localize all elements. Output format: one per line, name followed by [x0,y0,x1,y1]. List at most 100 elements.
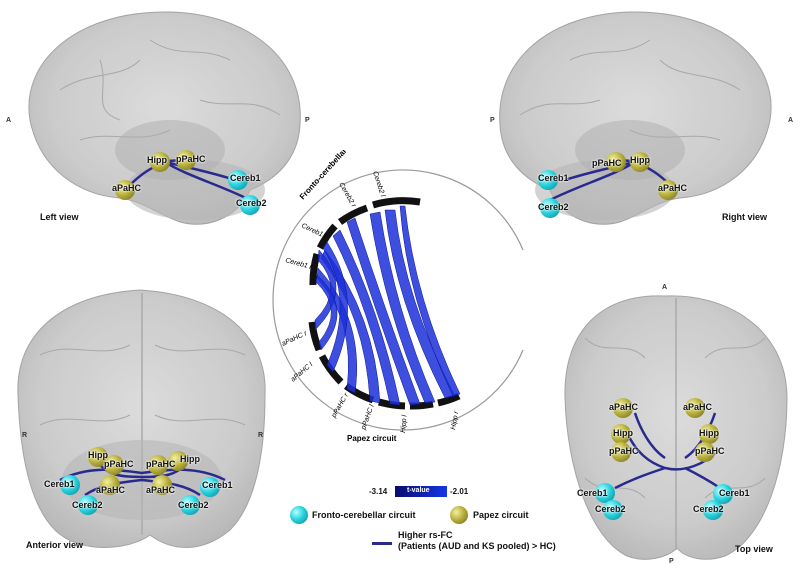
anterior-view-title: Anterior view [26,540,84,550]
chord-svg: Cereb2 l Cereb2 r Cereb1 l Cereb1 r aPaH… [272,127,524,443]
legend-line-label-2: (Patients (AUD and KS pooled) > HC) [398,541,556,551]
label-apahc-ar: aPaHC [146,485,176,495]
top-view-title: Top view [735,544,773,554]
legend-fc-swatch [290,506,308,524]
seglabel-cereb2l: Cereb2 l [371,170,386,198]
orient-right-a: R [22,432,28,439]
left-view-panel: A P Hipp pPaHC aPaHC Cereb1 Cereb2 Left … [0,0,320,240]
label-ppahc-r: pPaHC [592,158,622,168]
label-apahc-tl: aPaHC [609,402,639,412]
outer-arc [272,169,524,431]
right-view-title: Right view [722,212,768,222]
label-hipp-r: Hipp [630,155,650,165]
circuit-title-fronto: Fronto-cerebellar circuit [298,150,366,201]
node-cereb1-tr [713,484,733,504]
node-cereb1-ar [200,477,220,497]
circuit-title-papez: Papez circuit [347,434,397,443]
legend-fc-label: Fronto-cerebellar circuit [312,510,416,520]
seglabel-apahcr: aPaHC r [281,330,309,348]
right-view-panel: P A Hipp pPaHC aPaHC Cereb1 Cereb2 Right… [480,0,800,240]
node-cereb1-r [538,170,558,190]
anterior-view-panel: R R Hipp pPaHC Hipp pPaHC aPaHC aPaHC Ce… [0,285,290,568]
seglabel-hippr: Hipp r [450,410,460,430]
node-cereb1-al [60,475,80,495]
node-ppahc-al [104,455,124,475]
orient-top-a: A [662,284,668,291]
chord-diagram: Cereb2 l Cereb2 r Cereb1 l Cereb1 r aPaH… [255,127,555,450]
node-apahc [115,180,135,200]
label-cereb1-ar: Cereb1 [202,480,233,490]
label-cereb2-r: Cereb2 [538,202,569,212]
node-cereb1 [228,170,248,190]
seglabel-ppahcl: pPaHC l [360,403,376,431]
node-apahc-tr [685,398,705,418]
label-cereb1-tl: Cereb1 [577,488,608,498]
node-cereb2 [240,195,260,215]
node-hipp-tl [611,424,631,444]
seglabel-hippl: Hipp l [400,414,409,433]
segment-hippr [437,392,461,407]
node-hipp-tr [699,424,719,444]
node-cereb2-al [78,495,98,515]
label-apahc-r: aPaHC [658,183,688,193]
label-cereb1-tr: Cereb1 [719,488,750,498]
label-ppahc-al: pPaHC [104,459,134,469]
label-ppahc-tr: pPaHC [695,446,725,456]
label-cereb2: Cereb2 [236,198,267,208]
chords [314,205,461,406]
node-cereb2-ar [180,495,200,515]
node-hipp-ar [168,451,188,471]
colorbar: t-value [395,486,447,497]
label-hipp-tl: Hipp [613,428,633,438]
label-cereb2-tr: Cereb2 [693,504,724,514]
label-hipp-al: Hipp [88,450,108,460]
label-ppahc-tl: pPaHC [609,446,639,456]
label-hipp-ar: Hipp [180,454,200,464]
node-ppahc-ar [148,455,168,475]
node-hipp-al [88,447,108,467]
segment-apahcl [318,354,344,385]
label-cereb2-tl: Cereb2 [595,504,626,514]
seglabel-ppahcr: pPaHC r [330,392,350,420]
anterior-brain-render [17,289,266,548]
node-cereb1-tl [595,483,615,503]
node-hipp [150,152,170,172]
orient-anterior: A [6,117,12,124]
orient-top-p: P [669,558,674,565]
node-ppahc-tr [695,442,715,462]
label-cereb1: Cereb1 [230,173,261,183]
node-cereb2-r [540,198,560,218]
orient-posterior-r: P [490,117,495,124]
colorbar-min: -3.14 [369,487,388,496]
colorbar-label: t-value [407,487,430,494]
seglabel-apahcl: aPaHC l [290,361,315,383]
label-hipp-tr: Hipp [699,428,719,438]
right-brain-render [499,11,772,225]
label-apahc-al: aPaHC [96,485,126,495]
seglabel-cereb1r: Cereb1 r [284,257,313,271]
top-brain-render [564,295,788,560]
label-ppahc-ar: pPaHC [146,459,176,469]
orient-posterior: P [305,117,310,124]
legend-pc-label: Papez circuit [473,510,529,520]
orient-anterior-r: A [788,117,794,124]
label-cereb2-ar: Cereb2 [178,500,209,510]
label-ppahc: pPaHC [176,154,206,164]
segment-cereb1r [309,253,321,286]
seglabel-cereb2r: Cereb2 r [337,182,357,210]
legend-line-label-1: Higher rs-FC [398,530,453,540]
segment-cereb1l [316,223,338,250]
legend-pc-swatch [450,506,468,524]
legend-line-swatch [372,542,392,545]
node-ppahc-tl [611,442,631,462]
seglabel-cereb1l: Cereb1 l [300,222,327,240]
left-view-title: Left view [40,212,79,222]
node-cereb2-tr [703,500,723,520]
node-cereb2-tl [603,500,623,520]
node-apahc-ar [152,475,172,495]
segment-apahcr [308,321,323,352]
label-cereb2-al: Cereb2 [72,500,103,510]
segment-cereb2l [372,197,421,209]
legend: Fronto-cerebellar circuit Papez circuit … [290,504,590,564]
label-apahc: aPaHC [112,183,142,193]
